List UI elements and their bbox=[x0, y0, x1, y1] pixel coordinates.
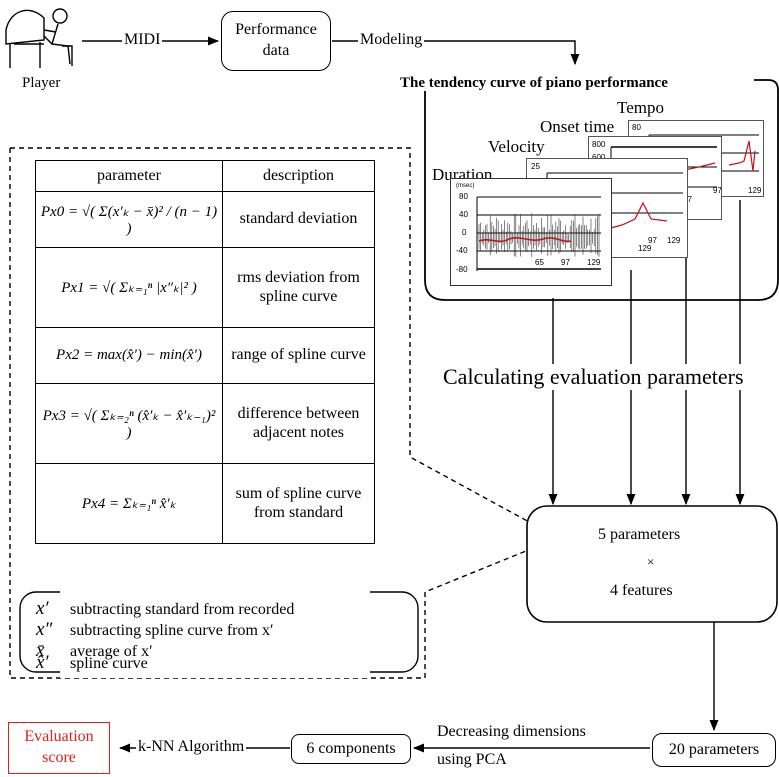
times-sign: × bbox=[647, 554, 655, 569]
legend-item: x″ subtracting spline curve from x′ bbox=[36, 619, 273, 641]
formula-px4: Px4 = Σₖ₌₁ⁿ x̂′ₖ bbox=[35, 463, 223, 544]
duration-unit: (msec) bbox=[456, 183, 475, 189]
legend-text: average of x′ bbox=[70, 643, 153, 660]
dashed-callout-bottom bbox=[9, 148, 554, 679]
legend-symbol: x̄ bbox=[36, 640, 45, 661]
table-row: Px4 = Σₖ₌₁ⁿ x̂′ₖ sum of spline curve fro… bbox=[35, 463, 375, 544]
pca-label-line1: Decreasing dimensions bbox=[437, 723, 586, 740]
evaluation-score-label: Evaluation score bbox=[24, 728, 94, 766]
onset-xtick-129: 129 bbox=[638, 244, 652, 253]
legend-text: spline curve bbox=[70, 655, 148, 672]
tempo-title: Tempo bbox=[617, 98, 664, 117]
desc-px0: standard deviation bbox=[222, 191, 375, 248]
params-features-box bbox=[526, 505, 778, 623]
velocity-title: Velocity bbox=[488, 137, 545, 156]
velocity-ytick: 25 bbox=[531, 162, 540, 171]
parameter-table: parameter description Px0 = √( Σ(x′ₖ − x… bbox=[35, 160, 375, 544]
twenty-params-label: 20 parameters bbox=[668, 741, 760, 758]
legend-item: x′ subtracting standard from recorded bbox=[36, 598, 294, 620]
legend-symbol: x̂′ bbox=[36, 652, 49, 673]
duration-xtick-129: 129 bbox=[587, 258, 601, 267]
table-header-row: parameter description bbox=[35, 160, 375, 192]
duration-ytick-80: 80 bbox=[459, 192, 468, 201]
table-row: Px2 = max(x̂′) − min(x̂′) range of splin… bbox=[35, 327, 375, 384]
tempo-ytick: 80 bbox=[632, 123, 641, 132]
duration-ytick-40: 40 bbox=[459, 210, 468, 219]
desc-px2: range of spline curve bbox=[222, 327, 375, 384]
desc-px1: rms deviation from spline curve bbox=[222, 247, 375, 328]
six-components-label: 6 components bbox=[306, 740, 396, 757]
tendency-frame bbox=[424, 79, 779, 301]
velocity-xtick-129: 129 bbox=[667, 236, 681, 245]
performance-data-box: Performance data bbox=[221, 11, 331, 71]
pca-label-line2: using PCA bbox=[437, 751, 507, 768]
table-row: Px3 = √( Σₖ₌₂ⁿ (x̂′ₖ − x̂′ₖ₋₁)² ) differ… bbox=[35, 383, 375, 464]
player-label: Player bbox=[22, 75, 61, 91]
desc-px4: sum of spline curve from standard bbox=[222, 463, 375, 544]
duration-ytick-0: 0 bbox=[462, 228, 467, 237]
twenty-params-box: 20 parameters bbox=[652, 733, 776, 767]
desc-px3: difference between adjacent notes bbox=[222, 383, 375, 464]
dashed-callout-top bbox=[10, 147, 554, 536]
header-parameter: parameter bbox=[35, 160, 223, 192]
duration-xtick-65: 65 bbox=[535, 258, 544, 267]
formula-px1: Px1 = √( Σₖ₌₁ⁿ |x″ₖ|² ) bbox=[35, 247, 223, 328]
modeling-label: Modeling bbox=[358, 31, 425, 48]
tempo-xtick-129: 129 bbox=[748, 186, 762, 195]
onset-ytick-600: 600 bbox=[592, 154, 605, 162]
duration-ytick-m40: -40 bbox=[456, 246, 468, 255]
formula-px3: Px3 = √( Σₖ₌₂ⁿ (x̂′ₖ − x̂′ₖ₋₁)² ) bbox=[35, 383, 223, 464]
duration-xtick-97: 97 bbox=[561, 258, 570, 267]
player-icon bbox=[5, 8, 73, 68]
duration-chart: (msec) 80 40 0 -40 -80 65 97 129 bbox=[450, 178, 612, 286]
legend-symbol: x″ bbox=[36, 619, 53, 640]
onset-ytick-800: 800 bbox=[592, 140, 606, 149]
velocity-xtick-97: 97 bbox=[648, 236, 657, 245]
legend-symbol: x′ bbox=[36, 598, 49, 619]
formula-px2: Px2 = max(x̂′) − min(x̂′) bbox=[35, 327, 223, 384]
legend-text: subtracting standard from recorded bbox=[70, 601, 295, 618]
duration-ytick-m80: -80 bbox=[456, 265, 468, 274]
six-components-box: 6 components bbox=[291, 734, 411, 764]
tendency-title: The tendency curve of piano performance bbox=[398, 75, 670, 91]
legend-item: x̂′ spline curve bbox=[36, 652, 148, 674]
formula-px0: Px0 = √( Σ(x′ₖ − x̄)² / (n − 1) ) bbox=[35, 191, 223, 248]
duration-plot bbox=[476, 196, 601, 271]
header-description: description bbox=[222, 160, 375, 192]
legend-text: subtracting spline curve from x′ bbox=[70, 622, 274, 639]
knn-label: k-NN Algorithm bbox=[136, 738, 247, 755]
evaluation-score-box: Evaluation score bbox=[8, 722, 110, 774]
midi-label: MIDI bbox=[122, 31, 163, 48]
table-row: Px0 = √( Σ(x′ₖ − x̄)² / (n − 1) ) standa… bbox=[35, 191, 375, 248]
performance-data-label: Performance data bbox=[235, 21, 317, 59]
params-count-label: 5 parameters bbox=[598, 526, 681, 543]
calc-label: Calculating evaluation parameters bbox=[441, 364, 746, 390]
onset-title: Onset time bbox=[540, 117, 615, 136]
tempo-xtick-97: 97 bbox=[713, 186, 722, 195]
legend-item: x̄ average of x′ bbox=[36, 640, 153, 662]
features-count-label: 4 features bbox=[610, 582, 673, 599]
table-row: Px1 = √( Σₖ₌₁ⁿ |x″ₖ|² ) rms deviation fr… bbox=[35, 247, 375, 328]
